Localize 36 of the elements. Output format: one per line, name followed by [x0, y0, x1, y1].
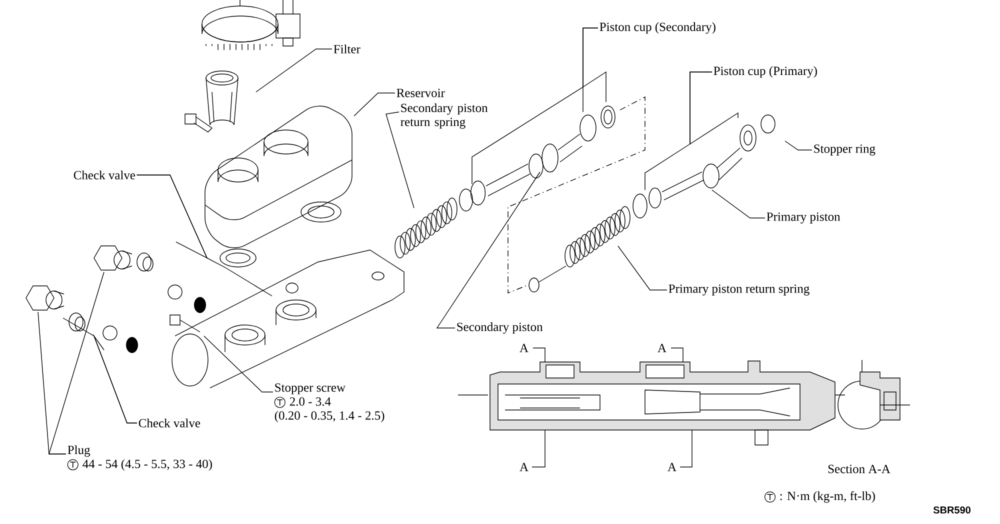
- leader-line: [204, 336, 274, 392]
- part-label: Secondary piston return spring: [400, 103, 488, 129]
- leader-line: [354, 92, 396, 116]
- node-label: Plug: [68, 445, 90, 457]
- part-label: Piston cup (Secondary): [600, 22, 716, 34]
- leader-line: [48, 272, 104, 454]
- part-label: Piston cup (Primary): [714, 66, 817, 78]
- leader-line: [92, 334, 138, 424]
- leader-line: [618, 246, 668, 290]
- section-letter: A: [658, 344, 666, 352]
- leader-line: [644, 72, 712, 190]
- view-caption: Section A-A: [828, 464, 890, 474]
- leader-line: [784, 140, 812, 150]
- part-label: Check valve: [74, 170, 136, 180]
- part-label: Reservoir: [396, 88, 445, 98]
- node-label: 44 - 54 (4.5 - 5.5, 33 - 40): [82, 459, 212, 471]
- section-letter: A: [668, 462, 676, 472]
- leader-line: [436, 172, 540, 328]
- part-label: Secondary piston: [457, 322, 543, 334]
- part-label: Check valve: [138, 418, 200, 428]
- section-letter: A: [520, 344, 528, 352]
- section-letter: A: [520, 462, 528, 472]
- figure-code: SBR590: [933, 506, 970, 514]
- node-label: 2.0 - 3.4: [290, 397, 331, 406]
- leader-line: [256, 48, 332, 92]
- node-label: (0.20 - 0.35, 1.4 - 2.5): [274, 410, 384, 422]
- part-label: Primary piston return spring: [668, 284, 810, 296]
- part-label: Filter: [334, 44, 360, 54]
- leader-line: [472, 28, 606, 184]
- part-label: Primary piston: [766, 212, 840, 224]
- part-label: Stopper ring: [814, 144, 876, 156]
- leader-line: [386, 112, 414, 208]
- legend-text: : N·m (kg-m, ft-lb): [780, 491, 875, 503]
- leader-line: [712, 190, 766, 218]
- node-label: Stopper screw: [275, 383, 346, 394]
- leader-line: [136, 174, 272, 296]
